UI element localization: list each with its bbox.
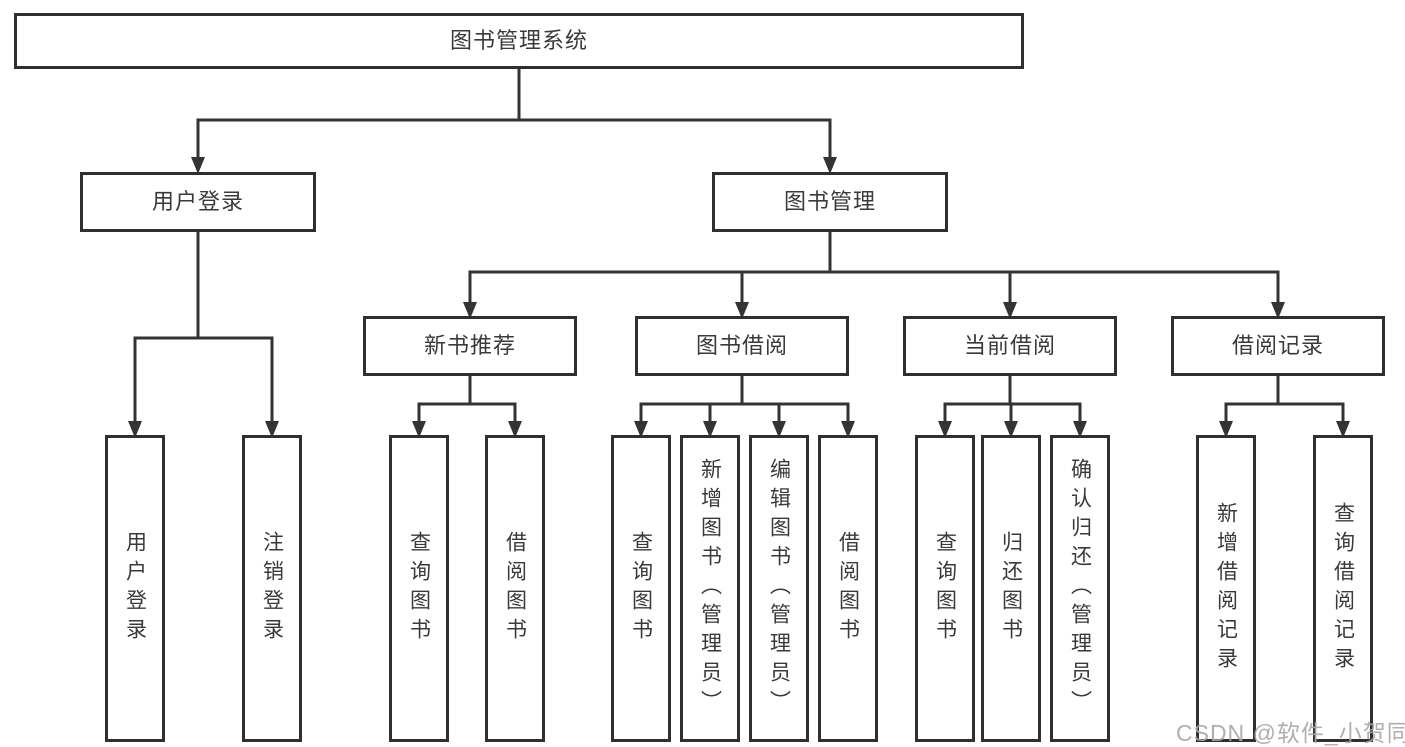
node-label: 图书借阅: [695, 332, 788, 358]
leaf-borrow-edit-admin: 编辑图书（管理员）: [749, 435, 809, 742]
arrowheads: [128, 157, 1350, 438]
leaf-newbooks-borrow: 借阅图书: [485, 435, 545, 742]
node-label: 借阅图书: [836, 530, 860, 647]
leaf-borrow-query: 查询图书: [611, 435, 671, 742]
node-label: 用户登录: [123, 530, 147, 647]
leaf-user-login: 用户登录: [105, 435, 165, 742]
node-root: 图书管理系统: [14, 13, 1024, 69]
node-label: 图书管理系统: [449, 27, 588, 53]
node-label: 查询借阅记录: [1331, 501, 1355, 676]
node-label: 查询图书: [629, 530, 653, 647]
node-label: 借阅记录: [1231, 332, 1324, 358]
node-book-management: 图书管理: [712, 172, 948, 232]
node-label: 新书推荐: [423, 332, 516, 358]
node-label: 借阅图书: [503, 530, 527, 647]
watermark: CSDN @软件_小贺同学: [1176, 720, 1405, 746]
node-label: 编辑图书（管理员）: [767, 458, 791, 719]
node-label: 用户登录: [151, 188, 244, 214]
leaf-newbooks-query: 查询图书: [389, 435, 449, 742]
leaf-current-return: 归还图书: [981, 435, 1041, 742]
leaf-borrow-borrow: 借阅图书: [818, 435, 878, 742]
leaf-logout: 注销登录: [242, 435, 302, 742]
node-new-book-recommend: 新书推荐: [363, 316, 577, 376]
leaf-borrow-add-admin: 新增图书（管理员）: [680, 435, 740, 742]
node-label: 归还图书: [999, 530, 1023, 647]
node-label: 新增图书（管理员）: [698, 458, 722, 719]
node-label: 图书管理: [783, 188, 876, 214]
leaf-current-confirm-admin: 确认归还（管理员）: [1050, 435, 1110, 742]
node-label: 新增借阅记录: [1214, 501, 1238, 676]
node-user-login: 用户登录: [80, 172, 316, 232]
node-current-borrow: 当前借阅: [903, 316, 1117, 376]
node-borrow-records: 借阅记录: [1171, 316, 1385, 376]
leaf-records-add: 新增借阅记录: [1196, 435, 1256, 742]
node-label: 确认归还（管理员）: [1068, 458, 1092, 719]
node-book-borrow: 图书借阅: [635, 316, 849, 376]
node-label: 查询图书: [407, 530, 431, 647]
leaf-records-query: 查询借阅记录: [1313, 435, 1373, 742]
node-label: 当前借阅: [963, 332, 1056, 358]
node-label: 注销登录: [260, 530, 284, 647]
leaf-current-query: 查询图书: [915, 435, 975, 742]
node-label: 查询图书: [933, 530, 957, 647]
